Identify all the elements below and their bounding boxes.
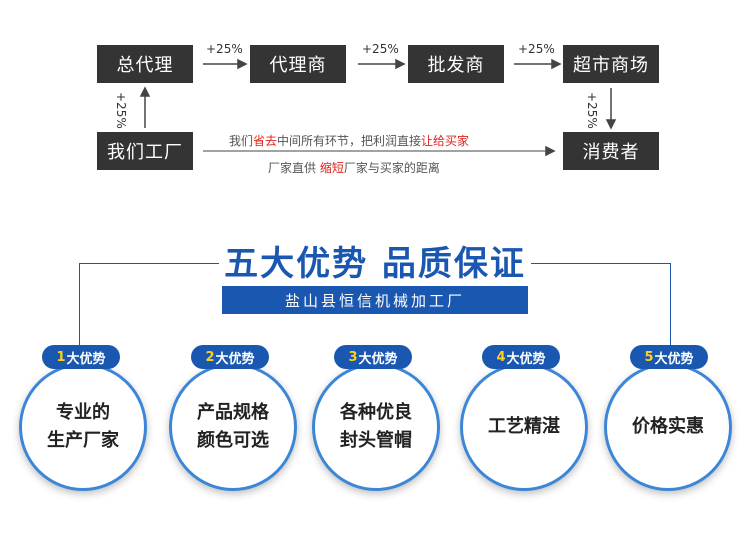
flow-mid-text-1: 我们省去中间所有环节，把利润直接让给买家	[229, 134, 470, 148]
heading-line-right-drop	[670, 263, 671, 351]
flow-pct-right: +25%	[585, 92, 599, 129]
flow-box-factory: 我们工厂	[97, 132, 193, 170]
advantage-4-line1: 工艺精湛	[488, 416, 560, 437]
flow-box-general-agent: 总代理	[97, 45, 193, 83]
flow-pct-3: +25%	[518, 42, 555, 56]
advantage-1-line1: 专业的	[56, 402, 110, 423]
advantage-circle-1: 专业的 生产厂家	[19, 363, 147, 491]
advantage-circle-3: 各种优良 封头管帽	[312, 363, 440, 491]
flow-box-agent: 代理商	[250, 45, 346, 83]
advantage-2-line2: 颜色可选	[197, 430, 269, 451]
advantage-circle-5: 价格实惠	[604, 363, 732, 491]
flow-pct-1: +25%	[206, 42, 243, 56]
heading-line-left	[79, 263, 219, 264]
flow-pct-left: +25%	[114, 92, 128, 129]
flow-pct-2: +25%	[362, 42, 399, 56]
subtitle-bar: 盐山县恒信机械加工厂	[222, 286, 528, 314]
advantage-3-line2: 封头管帽	[340, 430, 412, 451]
heading-line-right	[531, 263, 671, 264]
flow-box-consumer: 消费者	[563, 132, 659, 170]
advantage-5-line1: 价格实惠	[632, 416, 704, 437]
advantage-3-line1: 各种优良	[340, 402, 412, 423]
flow-box-wholesaler: 批发商	[408, 45, 504, 83]
flow-box-supermarket: 超市商场	[563, 45, 659, 83]
advantage-circle-4: 工艺精湛	[460, 363, 588, 491]
flow-mid-text-2: 厂家直供 缩短厂家与买家的距离	[268, 161, 440, 175]
page-title: 五大优势 品质保证	[224, 244, 526, 284]
advantage-1-line2: 生产厂家	[47, 430, 119, 451]
advantage-2-line1: 产品规格	[197, 402, 269, 423]
heading-line-left-drop	[79, 263, 80, 351]
advantage-circle-2: 产品规格 颜色可选	[169, 363, 297, 491]
